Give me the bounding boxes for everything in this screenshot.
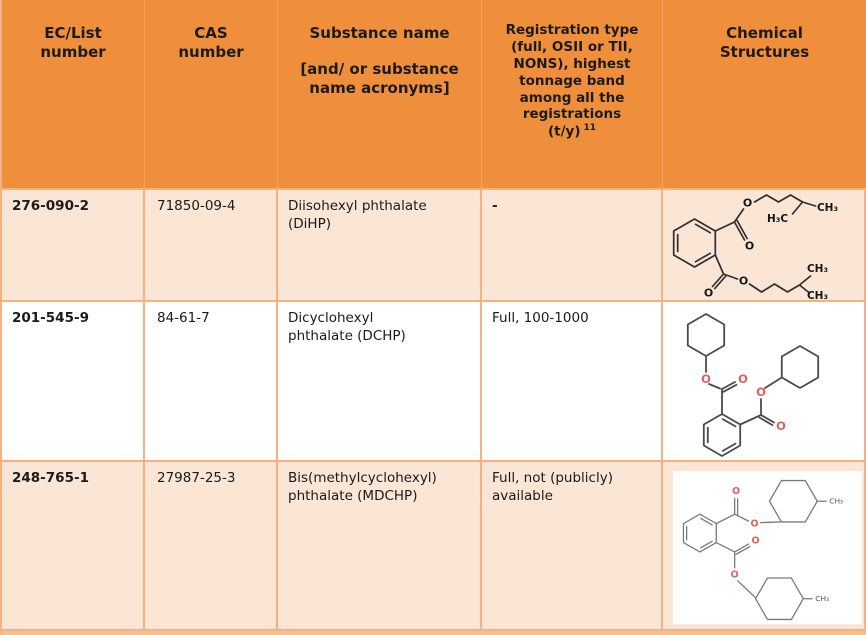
header-label: CAS number: [178, 24, 244, 61]
column-header-chemical-structures: Chemical Structures: [663, 0, 866, 190]
oxygen-atom: O: [745, 240, 754, 253]
chemical-structure-cell: O O CH₃ O O CH₃: [663, 462, 866, 631]
ester-bond: [763, 376, 783, 389]
table-row-mdchp: 248-765-1 27987-25-3 Bis(methylcyclohexy…: [2, 462, 866, 631]
substance-name: Bis(methylcyclohexyl) phthalate (MDCHP): [288, 470, 437, 504]
header-label: Substance name: [309, 24, 450, 42]
methyl-group: CH₃: [807, 263, 828, 275]
table-header-row: EC/List number CAS number Substance name…: [2, 0, 866, 190]
column-header-ec-list-number: EC/List number: [2, 0, 145, 190]
benzene-ring: [682, 513, 717, 553]
oxygen-atom: O: [739, 275, 748, 288]
cyclohexane-ring-left: [686, 313, 725, 357]
aromatic-bonds: [676, 223, 712, 263]
table-row-dihp: 276-090-2 71850-09-4 Diisohexyl phthalat…: [2, 190, 866, 302]
oxygen-atom: O: [731, 569, 739, 580]
header-label: EC/List number: [40, 24, 106, 61]
carbonyl-group-top: [715, 497, 750, 525]
ester-group-top: [714, 208, 748, 241]
chemical-structure-cell: O O O O: [663, 302, 866, 462]
header-label: Registration type (full, OSII or TII, NO…: [497, 22, 647, 141]
substance-name-cell: Bis(methylcyclohexyl) phthalate (MDCHP): [278, 462, 482, 631]
ec-number-cell: 248-765-1: [2, 462, 145, 631]
registration-type-cell: -: [482, 190, 663, 302]
table-row-dchp: 201-545-9 84-61-7 Dicyclohexyl phthalate…: [2, 302, 866, 462]
column-header-cas-number: CAS number: [145, 0, 278, 190]
oxygen-atom: O: [732, 486, 740, 497]
isohexyl-chain-top: [753, 194, 817, 215]
ec-number-cell: 201-545-9: [2, 302, 145, 462]
methyl-group: CH₃: [817, 202, 838, 214]
cas-number-cell: 27987-25-3: [145, 462, 278, 631]
registration-header-text: Registration type (full, OSII or TII, NO…: [505, 22, 639, 140]
aromatic-bonds: [706, 418, 736, 452]
aromatic-bonds: [685, 517, 713, 549]
oxygen-atom: O: [743, 197, 752, 210]
substance-name-cell: Diisohexyl phthalate (DiHP): [278, 190, 482, 302]
methyl-group: CH₃: [829, 497, 843, 506]
chemical-structure-cell: O O CH₃ H₃C O O CH₃ CH₃: [663, 190, 866, 302]
cas-number-cell: 84-61-7: [145, 302, 278, 462]
substance-name-cell: Dicyclohexyl phthalate (DCHP): [278, 302, 482, 462]
substance-name: Dicyclohexyl phthalate (DCHP): [288, 310, 406, 344]
methyl-group: CH₃: [807, 290, 828, 301]
header-sublabel: [and/ or substance name acronyms]: [300, 59, 459, 97]
methyl-group: CH₃: [815, 594, 829, 603]
methyl-group: H₃C: [767, 213, 788, 225]
carbonyl-group-left: [707, 381, 737, 393]
oxygen-atom: O: [752, 536, 760, 547]
methylcyclohexane-ring-bottom: [754, 577, 804, 621]
footnote-ref-11: 11: [583, 123, 597, 134]
column-header-substance-name: Substance name [and/ or substance name a…: [278, 0, 482, 190]
registration-type-cell: Full, 100-1000: [482, 302, 663, 462]
ester-group-bottom: [711, 254, 739, 290]
isohexyl-chain-bottom: [748, 275, 812, 294]
carbonyl-group-right: [738, 398, 775, 426]
methylcyclohexane-ring-top: [768, 479, 818, 523]
column-header-registration-type: Registration type (full, OSII or TII, NO…: [482, 0, 663, 190]
benzene-ring: [702, 413, 741, 457]
registration-type-cell: Full, not (publicly) available: [482, 462, 663, 631]
registration-type: Full, 100-1000: [492, 310, 589, 326]
cyclohexane-ring-right: [780, 345, 819, 389]
registration-type: Full, not (publicly) available: [492, 470, 613, 504]
oxygen-atom: O: [756, 385, 766, 399]
substance-name: Diisohexyl phthalate (DiHP): [288, 198, 427, 232]
ec-number-cell: 276-090-2: [2, 190, 145, 302]
oxygen-atom: O: [738, 372, 748, 386]
ester-bond: [759, 521, 782, 524]
oxygen-atom: O: [776, 419, 786, 433]
oxygen-atom: O: [751, 519, 759, 530]
dihp-structure: O O CH₃ H₃C O O CH₃ CH₃: [672, 194, 838, 301]
cas-number-cell: 71850-09-4: [145, 190, 278, 302]
carbonyl-group-bottom: [715, 541, 751, 569]
header-label: Chemical Structures: [719, 24, 810, 61]
structure-white-canvas: O O CH₃ O O CH₃: [673, 471, 862, 624]
benzene-ring: [672, 218, 717, 268]
oxygen-atom: O: [701, 372, 711, 386]
ester-bond: [737, 580, 757, 599]
oxygen-atom: O: [704, 287, 713, 300]
mdchp-structure: O O CH₃ O O CH₃: [682, 479, 843, 621]
dchp-structure: O O O O: [686, 313, 819, 457]
